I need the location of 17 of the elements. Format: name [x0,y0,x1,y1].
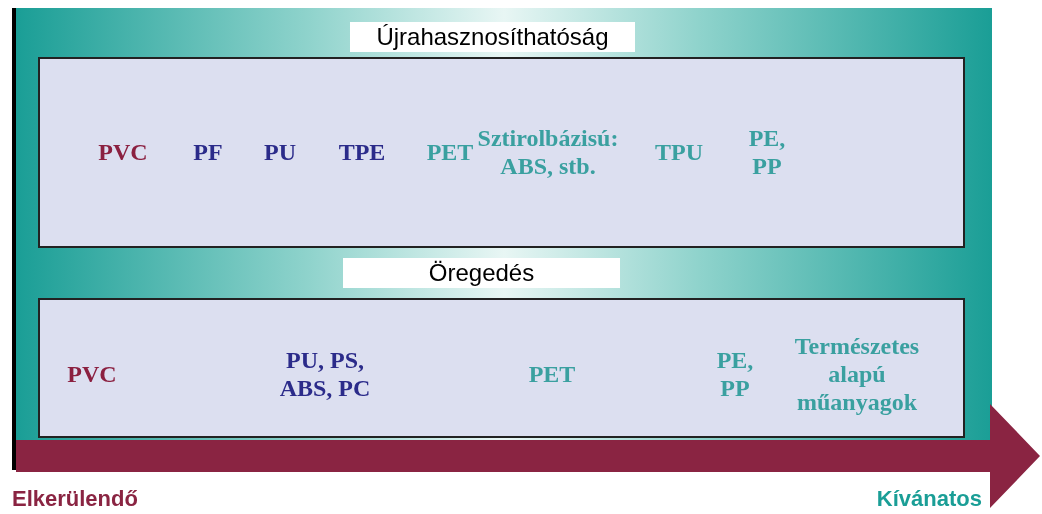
scale-end-label: Elkerülendő [12,486,138,512]
material-label: PF [193,138,223,166]
material-label: TPE [338,138,386,166]
material-label: Sztirolbázisú: ABS, stb. [476,124,620,180]
material-label: PET [528,360,576,388]
material-label: PVC [67,360,117,388]
material-label: PU, PS, ABS, PC [278,346,372,402]
material-label: PE, PP [747,124,787,180]
section-heading: Öregedés [343,258,620,288]
material-label: Természetes alapú műanyagok [793,332,921,416]
material-label: PVC [98,138,148,166]
scale-end-label: Kívánatos [876,486,982,512]
material-label: PE, PP [715,346,755,402]
section-heading: Újrahasznosíthatóság [350,22,635,52]
material-label: PU [264,138,296,166]
material-label: PET [426,138,474,166]
material-label: TPU [655,138,703,166]
